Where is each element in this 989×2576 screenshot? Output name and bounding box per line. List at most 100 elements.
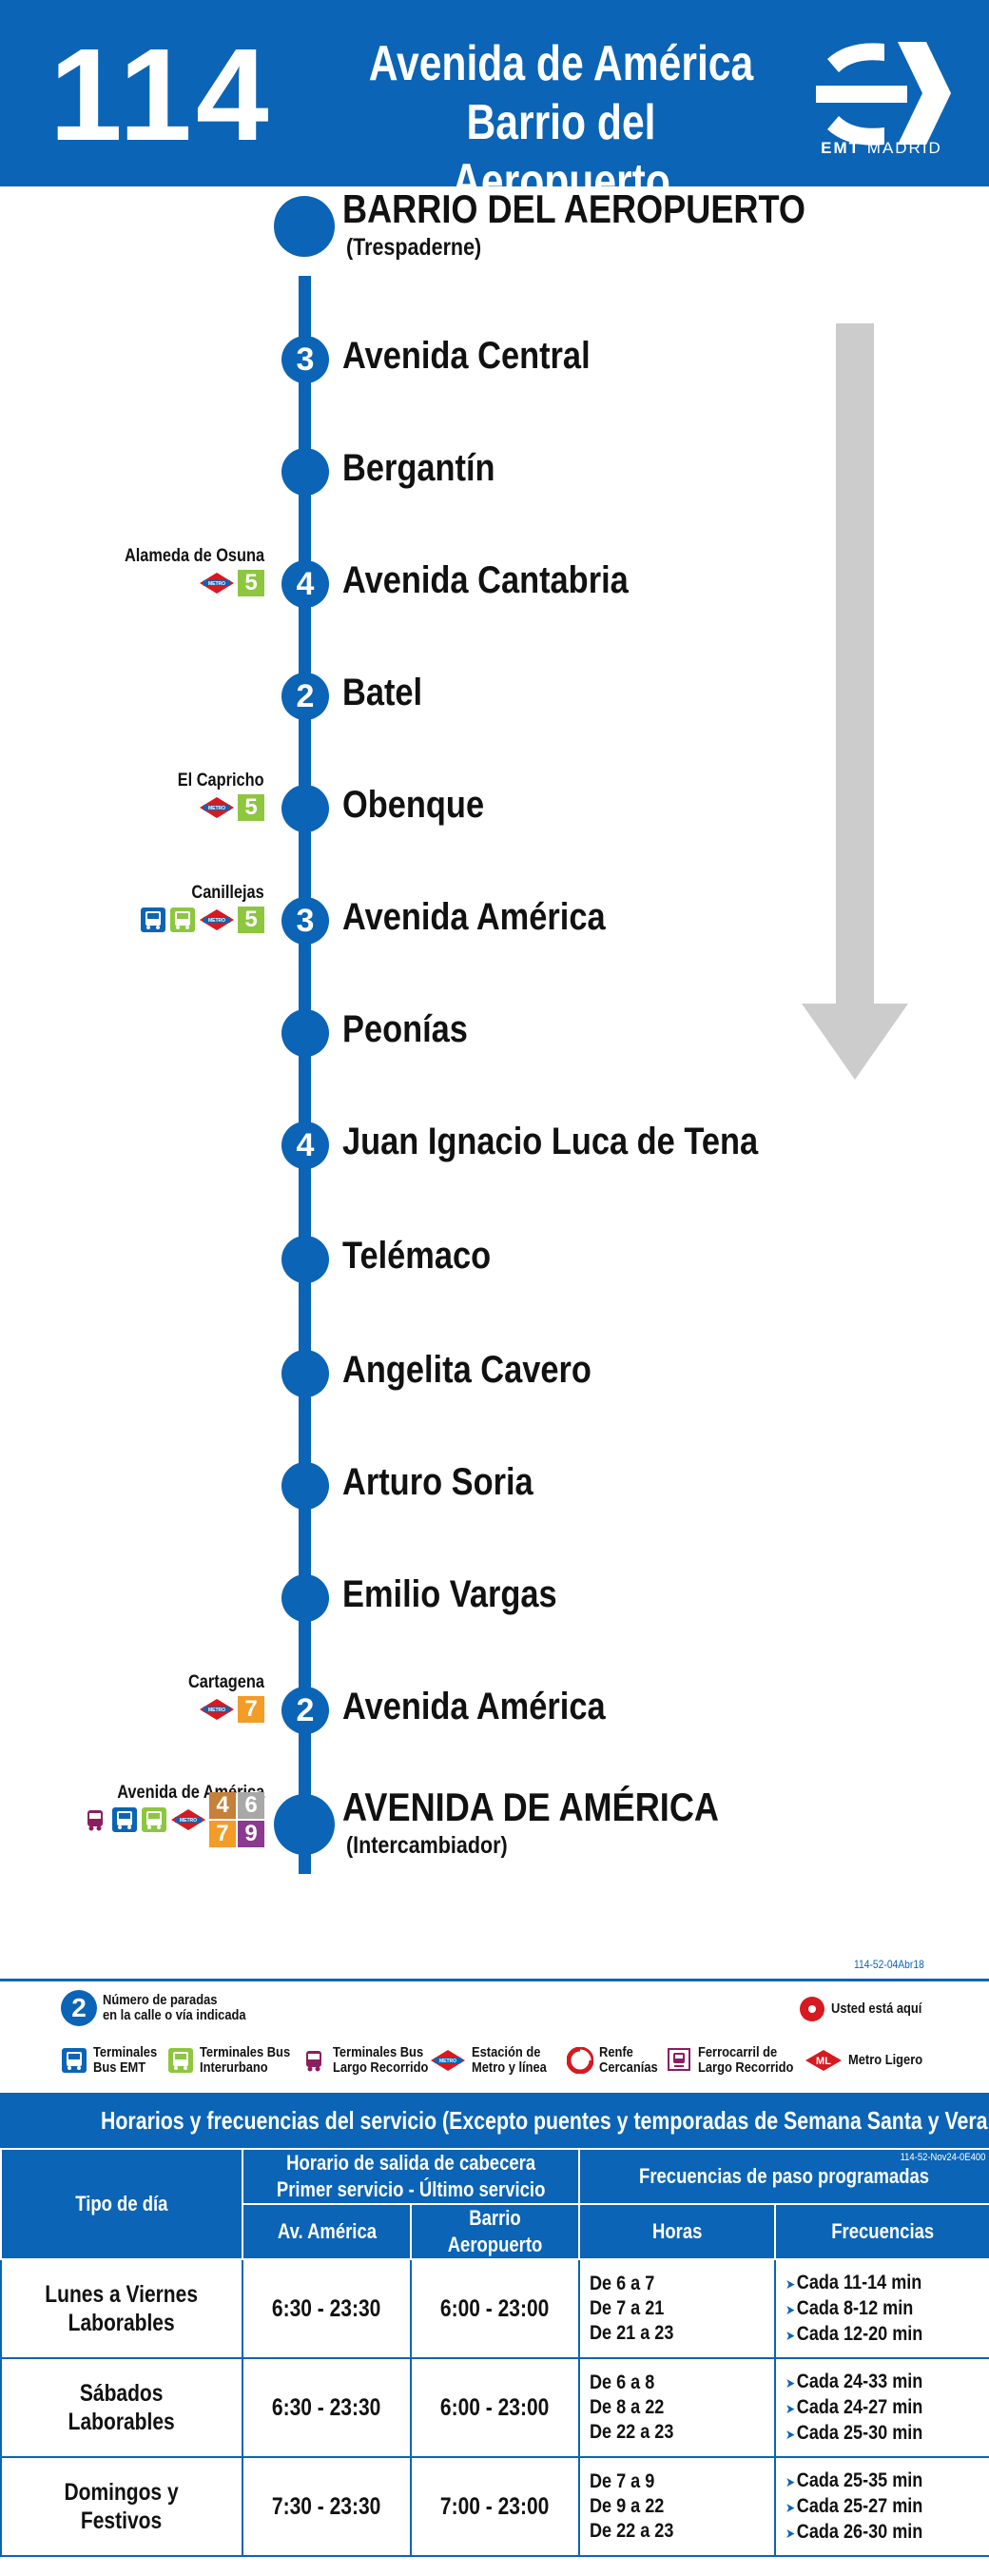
bus-interurban-icon	[168, 2048, 193, 2073]
stop-name: Bergantín	[342, 447, 495, 489]
schedule-code: 114-52-Nov24-0E400	[900, 2152, 985, 2163]
svg-text:METRO: METRO	[180, 1818, 197, 1824]
header-av-america: Av. América	[242, 2203, 412, 2260]
legend-you-are-here: Usted está aquí	[799, 1996, 937, 2022]
bus-interurban-icon	[142, 1807, 166, 1832]
barrio-times-cell: 6:00 - 23:00	[409, 2258, 581, 2359]
stop-count-badge: 4	[281, 1122, 329, 1169]
connection-label: El Capricho	[178, 771, 264, 790]
stop-name: Emilio Vargas	[342, 1573, 557, 1615]
you-are-here-icon	[800, 1997, 824, 2021]
hour-range: De 22 a 23	[590, 2520, 674, 2542]
stop-name: AVENIDA DE AMÉRICA	[342, 1785, 720, 1829]
metro-icon: METRO	[200, 1699, 234, 1720]
stop-item: BARRIO DEL AEROPUERTO(Trespaderne)	[0, 186, 989, 264]
frequency-cell: ➤Cada 25-35 min➤Cada 25-27 min➤Cada 26-3…	[774, 2456, 989, 2557]
bus-emt-icon	[112, 1807, 137, 1832]
header-hours: Horas	[578, 2203, 777, 2260]
stop-dot	[281, 1009, 329, 1057]
connection-label: Alameda de Osuna	[124, 546, 264, 566]
svg-text:ML: ML	[816, 2056, 831, 2067]
train-icon	[668, 2048, 690, 2071]
schedule-title: Horarios y frecuencias del servicio (Exc…	[0, 2093, 989, 2148]
hour-range: De 6 a 7	[590, 2273, 655, 2294]
metro-icon: METRO	[200, 573, 234, 594]
svg-text:METRO: METRO	[208, 1708, 225, 1713]
frequency-item: ➤Cada 11-14 min	[785, 2271, 922, 2293]
svg-text:METRO: METRO	[439, 2059, 456, 2064]
metro-icon: METRO	[431, 2050, 465, 2071]
stop-count-badge: 2	[61, 1990, 97, 2026]
frequency-cell: ➤Cada 11-14 min ➤Cada 8-12 min ➤Cada 12-20…	[774, 2258, 989, 2359]
stop-subtitle: (Intercambiador)	[346, 1832, 508, 1859]
stop-item: AVENIDA DE AMÉRICA(Intercambiador)Avenid…	[0, 1783, 989, 1863]
light-rail-icon: ML	[805, 2050, 842, 2071]
barrio-times-cell: 7:00 - 23:00	[409, 2456, 581, 2557]
frequency-item: ➤Cada 8-12 min	[785, 2296, 914, 2319]
bus-interurban-icon	[170, 907, 195, 932]
metro-line-badge: 5	[238, 907, 264, 933]
stop-item: Telémaco	[0, 1221, 989, 1298]
stop-dot	[274, 196, 335, 257]
stop-dot	[281, 1350, 329, 1397]
header-day-type: Tipo de día	[0, 2148, 243, 2260]
arrow-icon: ➤	[785, 2426, 796, 2442]
frequency-item: ➤Cada 26-30 min	[785, 2520, 923, 2543]
stop-name: Avenida América	[342, 896, 606, 938]
metro-line-badge: 9	[238, 1821, 264, 1847]
hour-range: De 22 a 23	[590, 2421, 674, 2443]
metro-icon: METRO	[200, 797, 234, 818]
frequency-item: ➤Cada 25-30 min	[785, 2421, 923, 2444]
stop-name: Juan Ignacio Luca de Tena	[342, 1121, 759, 1162]
metro-line-badge: 4	[209, 1792, 236, 1819]
av-america-times-cell: 6:30 - 23:30	[242, 2357, 412, 2458]
stop-dot	[274, 1794, 335, 1855]
route-number: 114	[49, 22, 273, 168]
arrow-icon: ➤	[785, 2301, 796, 2317]
stop-subtitle: (Trespaderne)	[346, 234, 482, 261]
emt-logo-icon	[816, 42, 951, 146]
frequency-item: ➤Cada 25-27 min	[785, 2494, 923, 2517]
frequency-item: ➤Cada 12-20 min	[785, 2322, 923, 2345]
arrow-icon: ➤	[785, 2499, 796, 2515]
hour-range: De 7 a 9	[590, 2470, 655, 2492]
barrio-times-cell: 6:00 - 23:00	[409, 2357, 581, 2458]
stop-dot	[281, 1574, 329, 1622]
svg-text:METRO: METRO	[208, 806, 225, 811]
connection-icons: METRO 7	[199, 1695, 264, 1724]
stop-dot	[281, 785, 329, 832]
legend-divider	[0, 1979, 989, 1981]
stop-item: Emilio Vargas	[0, 1560, 989, 1636]
stop-count-badge: 4	[281, 560, 329, 608]
stop-name: Peonías	[342, 1008, 468, 1050]
stop-item: Arturo Soria	[0, 1448, 989, 1524]
metro-line-badge: 6	[238, 1792, 264, 1819]
metro-icon: METRO	[171, 1809, 205, 1830]
emt-brand-text: EMT MADRID	[821, 139, 942, 157]
frequency-item: ➤Cada 24-27 min	[785, 2395, 923, 2418]
route-destination: Barrio del Aeropuerto	[452, 95, 670, 209]
stop-name: Avenida Central	[342, 335, 591, 377]
metro-line-badge: 7	[238, 1696, 264, 1723]
frequency-cell: ➤Cada 24-33 min➤Cada 24-27 min➤Cada 25-3…	[774, 2357, 989, 2458]
metro-icon: METRO	[200, 909, 234, 930]
hour-range: De 8 a 22	[590, 2396, 665, 2418]
arrow-icon: ➤	[785, 2327, 796, 2343]
